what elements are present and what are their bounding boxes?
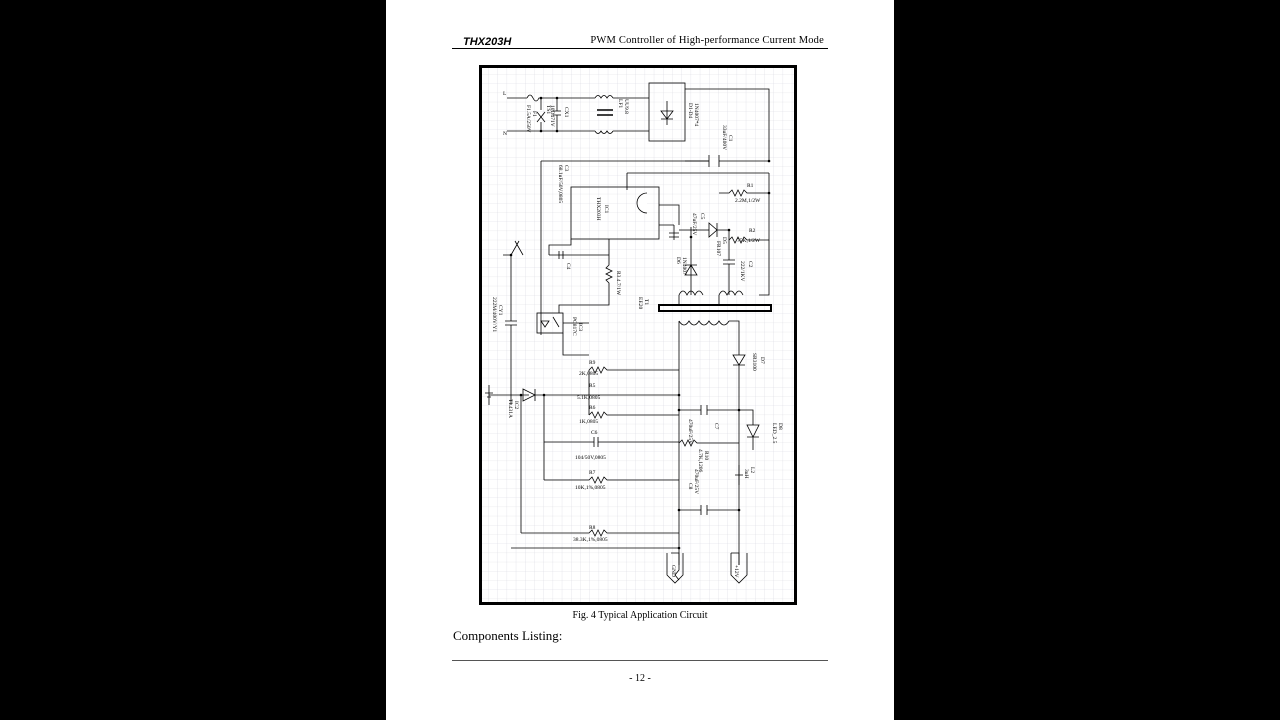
label-L2: L2 — [749, 467, 755, 473]
label-IC1-value: THX203H — [595, 197, 601, 221]
label-LF1: LF1 — [617, 99, 623, 108]
label-N: N — [503, 131, 507, 137]
label-IC2-value: TL431A — [507, 399, 513, 418]
label-D6-value: 1N4007 — [681, 257, 687, 275]
label-C8: C8 — [687, 483, 693, 490]
label-D14-value: 1N4007*4 — [693, 103, 699, 126]
label-R1: R1 — [747, 183, 754, 189]
label-CY1: CY1 — [497, 305, 503, 316]
label-R10-value: 4.7K,1206 — [697, 449, 703, 472]
label-LF1-value: UU9.8 — [623, 99, 629, 114]
header-divider — [452, 48, 828, 49]
application-circuit-schematic: L N F1 F1.5A/250V TS1 10D471V CX1 LF1 UU… — [479, 65, 797, 605]
label-R7-value: 10K,1%,0805 — [575, 485, 606, 491]
label-L2-value: 3uH — [743, 469, 749, 479]
label-C2-value: 222/1KV — [739, 261, 745, 282]
label-R8-value: 38.3K,1%,0805 — [573, 537, 608, 543]
label-C3: C3 — [563, 165, 569, 172]
label-D7: D7 — [759, 357, 765, 364]
label-C7-value: 470uF/25V — [687, 419, 693, 444]
header-product-name: THX203H — [463, 36, 512, 48]
label-D6: D6 — [675, 257, 681, 264]
label-TS1: TS1 — [545, 105, 551, 114]
label-D5: D5 — [721, 237, 727, 244]
label-L: L — [503, 91, 507, 97]
label-C8-value: 470uF/25V — [693, 469, 699, 494]
label-C2: C2 — [747, 261, 753, 268]
label-CY1-value: 222M/400V/Y1 — [491, 297, 497, 332]
label-R7: R7 — [589, 470, 596, 476]
label-R8: R8 — [589, 525, 596, 531]
label-TS1-value: 10D471V — [549, 105, 555, 127]
label-IC1: IC1 — [603, 205, 609, 214]
figure-caption: Fig. 4 Typical Application Circuit — [572, 610, 708, 621]
label-D8: D8 — [777, 423, 783, 430]
page-number: - 12 - — [629, 673, 651, 684]
label-C1: C1 — [727, 135, 733, 142]
label-F1-value: F1.5A/250V — [525, 105, 531, 133]
label-IC2: IC2 — [513, 401, 519, 410]
label-R2-value: 75K,1/2W — [737, 238, 761, 244]
label-C5-value: 47uF/25V — [691, 213, 697, 235]
label-R1-value: 2.2M,1/2W — [735, 198, 761, 204]
label-C6: C6 — [591, 430, 598, 436]
label-R9-value: 2K,0805 — [579, 371, 598, 377]
label-D8-value: LED_2.5 — [771, 423, 777, 444]
document-page: THX203H PWM Controller of High-performan… — [386, 0, 894, 720]
label-R6-value: 1K,0805 — [579, 419, 598, 425]
label-T1: T1 — [643, 299, 649, 305]
label-F1: F1 — [531, 111, 537, 117]
label-D5-value: FR107 — [715, 241, 721, 256]
label-CX1: CX1 — [563, 107, 569, 118]
label-R5: R5 — [589, 383, 596, 389]
label-T1-value: EE20 — [637, 297, 643, 309]
components-listing-heading: Components Listing: — [453, 628, 563, 643]
label-D7-value: SR3100 — [751, 353, 757, 371]
label-C7: C7 — [713, 423, 719, 430]
label-R9: R9 — [589, 360, 596, 366]
label-C1-value: 33uF/400V — [721, 125, 727, 150]
label-R3-value: R3.4.7/1W — [615, 271, 621, 296]
label-12V: +12V — [733, 565, 739, 578]
label-D14: D1-D4 — [687, 103, 693, 119]
label-C6-value: 104/50V,0805 — [575, 455, 606, 461]
label-GND: GND — [670, 565, 676, 577]
label-IC3-value: PC817C — [571, 317, 577, 336]
label-IC3: IC3 — [577, 323, 583, 332]
schematic-frame — [479, 65, 797, 605]
footer-divider — [452, 660, 828, 661]
label-R6: R6 — [589, 405, 596, 411]
label-R5-value: 5.1K,0805 — [577, 395, 600, 401]
label-C3-value: 68.1uF/50V,0805 — [557, 165, 563, 203]
header-title: PWM Controller of High-performance Curre… — [590, 35, 824, 46]
label-R10: R10 — [703, 451, 709, 460]
label-R2: R2 — [749, 228, 756, 234]
label-C5: C5 — [699, 213, 705, 220]
label-C4: C4 — [565, 263, 571, 270]
